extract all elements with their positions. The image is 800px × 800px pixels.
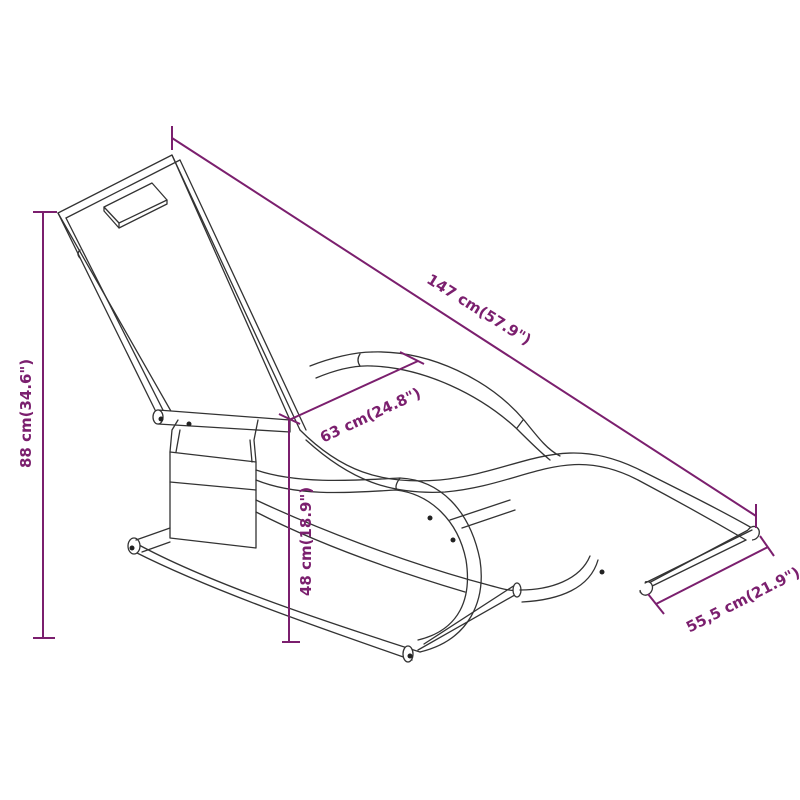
bolt <box>599 569 605 575</box>
seat-height-dimension-label: 48 cm(18.9") <box>297 486 315 596</box>
side-pocket <box>169 419 259 549</box>
headrest-pillow <box>103 182 168 229</box>
dimension-lines <box>33 126 775 643</box>
bolt <box>427 515 433 521</box>
width-dimension-line <box>655 546 769 605</box>
bolt <box>407 653 413 659</box>
bolt <box>186 421 192 427</box>
bolt <box>450 537 456 543</box>
seat-sling <box>299 429 760 596</box>
backrest <box>57 154 307 431</box>
length-dimension-line <box>171 137 757 517</box>
rear-armrest-tube <box>309 351 561 461</box>
rocker-frame <box>127 469 605 663</box>
bolt <box>158 416 164 422</box>
height-dimension-label: 88 cm(34.6") <box>17 358 35 468</box>
seat-depth-dimension-line <box>288 360 419 421</box>
bolt <box>129 545 135 551</box>
